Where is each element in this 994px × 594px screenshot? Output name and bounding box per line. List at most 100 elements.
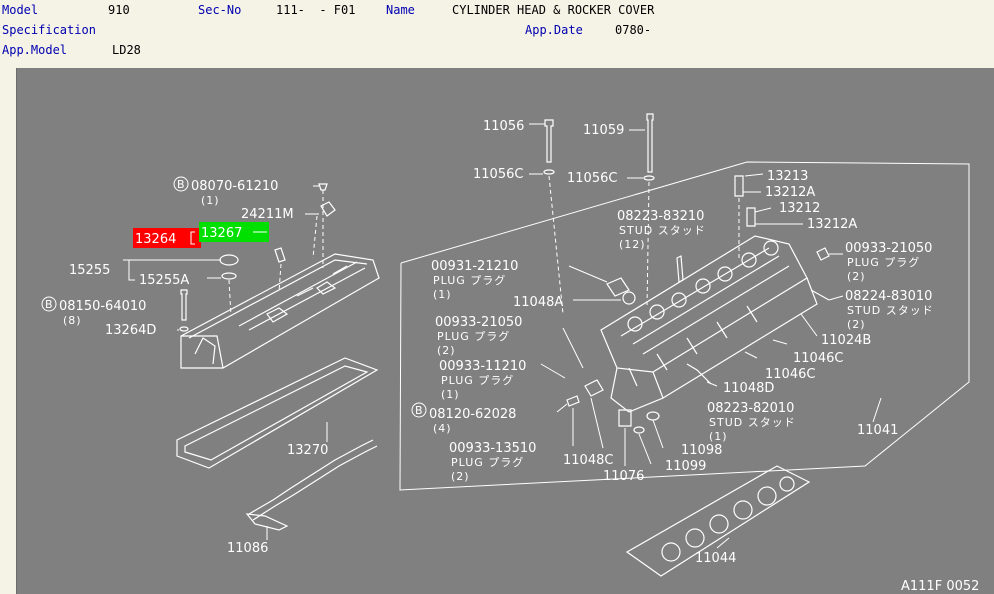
name-label: Name <box>386 3 415 17</box>
svg-text:B: B <box>45 298 54 311</box>
diagram-code: A111F 0052 <box>901 579 979 594</box>
stud-08223-83210-drawing <box>676 255 684 283</box>
callout-11099[interactable]: 11099 <box>665 459 706 474</box>
callout-08223-83210[interactable]: 08223-83210 <box>617 209 704 224</box>
callout-11056[interactable]: 11056 <box>483 119 524 134</box>
callout-00933-21050a-type: PLUG プラグ <box>437 329 510 343</box>
callout-11046c-b[interactable]: 11046C <box>793 351 843 366</box>
name-value: CYLINDER HEAD & ROCKER COVER <box>452 3 655 17</box>
washer-11056c-a-drawing <box>543 169 555 175</box>
callout-08224[interactable]: 08224-83010 <box>845 289 932 304</box>
callout-24211m[interactable]: 24211M <box>241 207 294 222</box>
bolt-08070-drawing <box>318 183 328 191</box>
plug-11098-drawing <box>646 411 660 421</box>
callout-11098[interactable]: 11098 <box>681 443 722 458</box>
callout-11056c-b[interactable]: 11056C <box>567 171 617 186</box>
parts-diagram-canvas[interactable]: 13264 13267 B B B 11056 11059 11056C 110 <box>16 68 994 594</box>
plug-11048c-drawing <box>584 379 604 397</box>
washer-13264d-drawing <box>179 326 189 332</box>
model-label: Model <box>2 3 39 17</box>
stud-08224-drawing <box>810 289 830 301</box>
parts-diagram: 13264 13267 B B B 11056 11059 11056C 110 <box>41 113 979 594</box>
callout-08150[interactable]: 08150-64010 <box>59 299 146 314</box>
stud-08223-82010-drawing <box>686 363 712 385</box>
callout-13212a-b[interactable]: 13212A <box>807 217 857 232</box>
callout-13267-highlighted[interactable]: 13267 <box>201 226 242 241</box>
callout-00931-qty: (1) <box>433 288 452 301</box>
callout-11048d[interactable]: 11048D <box>723 381 774 396</box>
callout-00931[interactable]: 00931-21210 <box>431 259 518 274</box>
bolt-11056-drawing <box>544 119 554 163</box>
bolt-marker-08120: B <box>411 402 427 418</box>
secno-value: 111- - F01 <box>276 3 356 17</box>
callout-13264d[interactable]: 13264D <box>105 323 156 338</box>
seal-11086-drawing <box>245 513 289 531</box>
callout-00933-13510[interactable]: 00933-13510 <box>449 441 536 456</box>
callout-08223-82010-type: STUD スタッド <box>709 416 796 429</box>
info-header: Model 910 Sec-No 111- - F01 Name CYLINDE… <box>0 0 994 66</box>
callout-08223-83210-type: STUD スタッド <box>619 224 706 237</box>
callout-00931-type: PLUG プラグ <box>433 273 506 287</box>
diagram-viewer: 13264 13267 B B B 11056 11059 11056C 110 <box>0 66 994 594</box>
callout-00933-13510-qty: (2) <box>451 470 470 483</box>
callout-00933-21050b[interactable]: 00933-21050 <box>845 241 932 256</box>
callout-08224-qty: (2) <box>847 318 866 331</box>
callout-11046c-a[interactable]: 11046C <box>765 367 815 382</box>
model-value: 910 <box>108 3 130 17</box>
appmodel-value: LD28 <box>112 43 141 57</box>
header-row-2: Specification App.Date 0780- <box>0 20 994 40</box>
svg-text:B: B <box>177 178 186 191</box>
appdate-value: 0780- <box>615 23 652 37</box>
callout-11086[interactable]: 11086 <box>227 541 268 556</box>
callout-11044[interactable]: 11044 <box>695 551 736 566</box>
callout-00933-21050b-type: PLUG プラグ <box>847 255 920 269</box>
bracket-24211m-guide <box>312 215 318 259</box>
callout-00933-21050b-qty: (2) <box>847 270 866 283</box>
plug-00933-21050b-drawing <box>816 247 830 261</box>
callout-08120-qty: (4) <box>433 422 452 435</box>
callout-08223-82010-qty: (1) <box>709 430 728 443</box>
callout-11056c-a[interactable]: 11056C <box>473 167 523 182</box>
callout-11059[interactable]: 11059 <box>583 123 624 138</box>
plug-00931-drawing <box>606 277 630 297</box>
left-gutter <box>0 66 14 594</box>
callout-13212[interactable]: 13212 <box>779 201 820 216</box>
header-row-1: Model 910 Sec-No 111- - F01 Name CYLINDE… <box>0 0 994 20</box>
rocker-cover-gasket-drawing <box>176 357 379 469</box>
callout-13212a-a[interactable]: 13212A <box>765 185 815 200</box>
plug-11076-drawing <box>618 409 632 427</box>
callout-00933-21050a[interactable]: 00933-21050 <box>435 315 522 330</box>
head-assembly-box <box>399 161 970 491</box>
highlight-13267-box <box>199 222 269 242</box>
callout-00933-11210[interactable]: 00933-11210 <box>439 359 526 374</box>
washer-11056c-b-drawing <box>643 175 655 181</box>
callout-00933-11210-qty: (1) <box>441 388 460 401</box>
callout-13264-bracket <box>190 231 195 245</box>
callout-08070[interactable]: 08070-61210 <box>191 179 278 194</box>
callout-15255a[interactable]: 15255A <box>139 273 189 288</box>
bolt-marker-08070: B <box>173 176 189 192</box>
seal-15255a-drawing <box>221 272 237 280</box>
callout-11048c[interactable]: 11048C <box>563 453 613 468</box>
callout-00933-21050a-qty: (2) <box>437 344 456 357</box>
callout-13270[interactable]: 13270 <box>287 443 328 458</box>
callout-08120[interactable]: 08120-62028 <box>429 407 516 422</box>
callout-13213[interactable]: 13213 <box>767 169 808 184</box>
header-row-3: App.Model LD28 <box>0 40 994 60</box>
callout-13264-highlighted[interactable]: 13264 <box>135 232 176 247</box>
bolt-11059-drawing <box>646 113 654 173</box>
breather-13267-drawing <box>274 247 286 263</box>
callout-15255[interactable]: 15255 <box>69 263 110 278</box>
gasket-strip-drawing <box>248 439 378 521</box>
svg-text:B: B <box>415 404 424 417</box>
appmodel-label: App.Model <box>2 43 68 57</box>
callout-11048a[interactable]: 11048A <box>513 295 563 310</box>
bolt-marker-08150: B <box>41 296 57 312</box>
callout-08223-82010[interactable]: 08223-82010 <box>707 401 794 416</box>
callout-11076[interactable]: 11076 <box>603 469 644 484</box>
appdate-label: App.Date <box>525 23 583 37</box>
callout-11024b[interactable]: 11024B <box>821 333 871 348</box>
bracket-24211m-drawing <box>320 201 336 217</box>
callout-11041[interactable]: 11041 <box>857 423 898 438</box>
callout-08070-qty: (1) <box>201 194 220 207</box>
